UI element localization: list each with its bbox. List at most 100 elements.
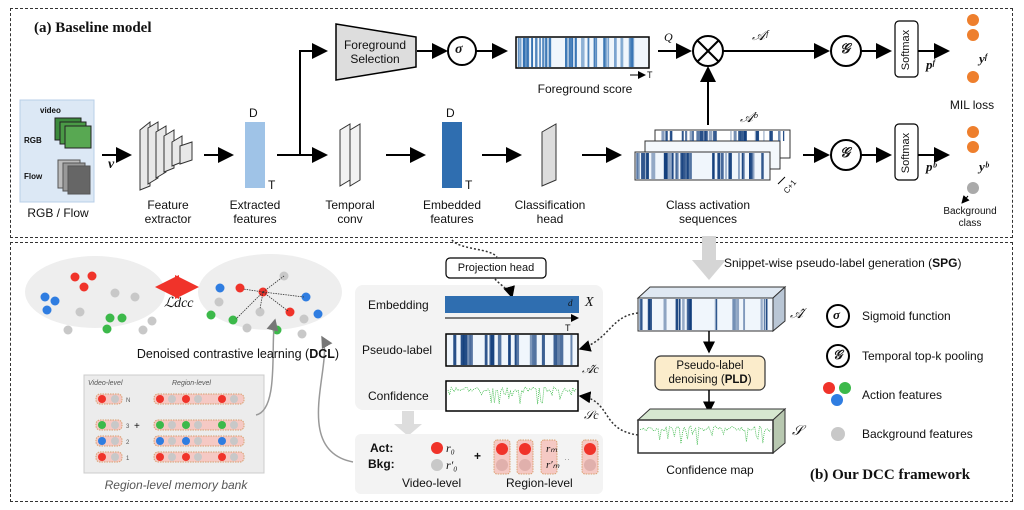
stripe <box>604 38 607 67</box>
blue-feature-dot <box>215 283 225 293</box>
confidence-bar <box>445 380 579 412</box>
stripe <box>632 38 635 67</box>
contrast-link <box>235 291 264 320</box>
embedding-symbol: X <box>585 295 594 310</box>
stripe <box>714 131 717 141</box>
stripe <box>743 299 746 330</box>
confidence-label: Confidence <box>368 389 429 403</box>
stripe <box>647 299 651 330</box>
stripe <box>742 153 745 179</box>
feature-cloud-right <box>198 254 342 330</box>
sigma-icon <box>826 304 850 328</box>
stripe <box>542 38 544 67</box>
gray-feature-dot <box>138 325 148 335</box>
stripe <box>560 335 564 365</box>
green-feature-dot <box>117 313 127 323</box>
input-flow-label: Flow <box>24 172 43 181</box>
bank-dot <box>98 395 106 403</box>
stripe <box>533 335 537 365</box>
bkg-label: Bkg: <box>368 457 395 471</box>
rgb-frames-icon <box>54 117 92 149</box>
flow-frames-icon <box>57 159 91 195</box>
stripe <box>716 299 718 330</box>
stripe <box>463 335 468 365</box>
yb-dot-bg <box>967 182 979 194</box>
stripe <box>614 38 616 67</box>
stripe <box>696 131 701 141</box>
stripe <box>556 335 561 365</box>
blue-feature-dot <box>50 296 60 306</box>
input-video-label: video <box>40 106 61 115</box>
bank-dot <box>230 395 238 403</box>
bank-dot <box>168 395 176 403</box>
confidence-map-curve <box>639 425 772 445</box>
bank-dot <box>182 421 190 429</box>
stripe <box>690 153 692 179</box>
stripe <box>491 335 495 365</box>
mil-loss-label: MIL loss <box>949 98 995 112</box>
stripe <box>517 38 520 67</box>
stripe <box>594 38 597 67</box>
bank-dot <box>230 453 238 461</box>
bank-dot <box>111 453 119 461</box>
af-symbol: 𝒜ᶠ <box>752 29 768 44</box>
stripe <box>641 153 645 179</box>
pb-symbol: pᵇ <box>926 159 937 174</box>
softmax-bottom <box>894 123 919 181</box>
stripe <box>661 131 665 141</box>
stripe <box>708 131 713 141</box>
r0-act-dot <box>431 442 443 454</box>
confidence-curve <box>447 386 577 405</box>
yb-symbol: yᵇ <box>979 159 989 174</box>
region-act-dot <box>584 443 596 455</box>
ellipsis: ·· <box>564 454 570 464</box>
stripe <box>756 131 760 141</box>
stripe <box>714 299 718 330</box>
rm-symbol: rₘ <box>546 443 558 455</box>
bank-dot <box>218 437 226 445</box>
blue-feature-dot <box>313 309 323 319</box>
confidence-map-block <box>637 419 774 454</box>
legend-pooling-label: Temporal top-k pooling <box>862 349 984 363</box>
classification-head-icon <box>541 123 557 187</box>
stripe <box>539 38 541 67</box>
confidence-symbol: 𝒮c <box>584 408 599 422</box>
stripe <box>531 38 534 67</box>
legend-action-label: Action features <box>862 388 943 402</box>
red-feature-dot <box>70 272 80 282</box>
stripe <box>544 38 548 67</box>
stripe <box>636 153 638 179</box>
stripe <box>763 299 765 330</box>
foreground-score-stripes <box>517 38 635 67</box>
cas-stripes-top <box>661 131 785 141</box>
bank-dot <box>156 395 164 403</box>
stripe <box>630 38 634 67</box>
stripe <box>765 299 768 330</box>
bank-region-level-label: Region-level <box>172 380 211 387</box>
bank-row-index: N <box>126 398 130 404</box>
region-bkg-dot <box>519 459 531 471</box>
temporal-conv-label: Temporal conv <box>325 198 375 226</box>
gray-feature-dot <box>299 314 309 324</box>
green-feature-dot <box>206 310 216 320</box>
pf-symbol: pᶠ <box>926 57 935 72</box>
blue-feature-dot <box>301 292 311 302</box>
embedded-features-bar <box>442 122 462 188</box>
bank-dot <box>168 421 176 429</box>
stripe <box>671 153 674 179</box>
stripe <box>728 153 732 179</box>
bank-dot <box>156 421 164 429</box>
embedding-label: Embedding <box>368 298 429 312</box>
bank-dot <box>98 421 106 429</box>
background-features-icon <box>831 427 845 441</box>
bank-dot <box>111 437 119 445</box>
stripe <box>526 38 528 67</box>
pseudo-label-symbol: 𝒜̂c <box>582 362 599 376</box>
stripe <box>678 299 681 330</box>
embedding-dim: d <box>568 298 573 308</box>
stripe <box>649 299 652 330</box>
dcl-caption: Denoised contrastive learning (DCL) <box>136 347 340 361</box>
temporal-conv-icon <box>339 123 361 187</box>
legend-pooling-symbol: 𝒢 <box>833 347 843 362</box>
